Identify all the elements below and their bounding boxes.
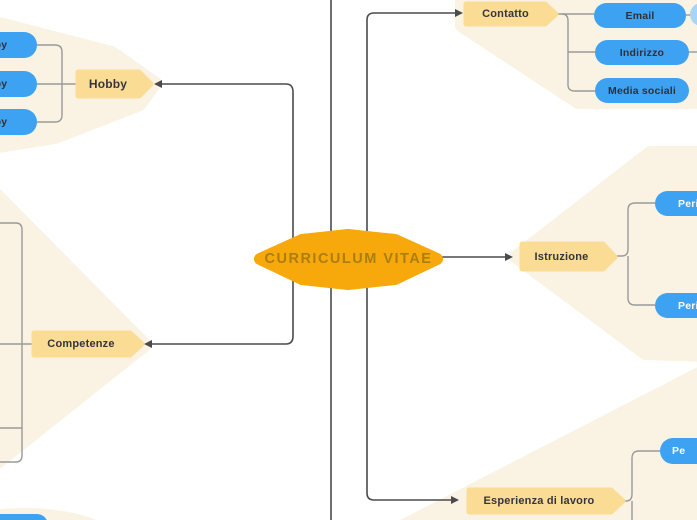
- node-esperienza[interactable]: Esperienza di lavoro: [483, 495, 595, 507]
- node-email-child-partial[interactable]: [690, 3, 697, 26]
- connector-arrowheads: [144, 9, 513, 504]
- arrowhead-competenze: [144, 340, 152, 348]
- competenze-blob: [0, 188, 152, 469]
- node-istruzione-child-2-label: Peri: [678, 299, 697, 312]
- node-hobby[interactable]: Hobby: [88, 77, 128, 91]
- node-hobby-child-2-label: Hobby: [0, 78, 8, 90]
- child-connectors: [0, 13, 697, 520]
- node-istruzione[interactable]: Istruzione: [534, 250, 589, 263]
- node-corner-partial[interactable]: [0, 514, 48, 520]
- node-center[interactable]: CURRICULUM VITAE: [264, 251, 433, 267]
- node-hobby-child-2[interactable]: Hobby: [0, 71, 37, 97]
- node-email-label: Email: [625, 9, 655, 22]
- arrowhead-hobby: [154, 80, 162, 88]
- node-esperienza-child-1-label: Pe: [672, 445, 686, 457]
- esperienza-blob: [400, 367, 697, 520]
- arrowhead-esperienza: [451, 496, 459, 504]
- node-istruzione-child-1-label: Peri: [678, 197, 697, 210]
- tag-shapes: [31, 1, 626, 515]
- node-center-shape[interactable]: [254, 229, 443, 290]
- node-media-sociali[interactable]: Media sociali: [595, 78, 689, 103]
- node-esperienza-shape[interactable]: [466, 487, 626, 515]
- node-indirizzo[interactable]: Indirizzo: [595, 40, 689, 65]
- node-contatto[interactable]: Contatto: [482, 8, 529, 20]
- node-email[interactable]: Email: [594, 3, 686, 28]
- node-esperienza-child-1[interactable]: Pe: [660, 438, 697, 464]
- node-indirizzo-label: Indirizzo: [619, 46, 665, 59]
- node-media-sociali-label: Media sociali: [608, 84, 676, 97]
- node-contatto-shape[interactable]: [463, 1, 559, 27]
- connector-center-hobby: [162, 83, 294, 260]
- connector-center-esperienza: [366, 260, 451, 501]
- node-competenze[interactable]: Competenze: [47, 338, 115, 350]
- connector-center-competenze: [152, 260, 294, 345]
- arrowhead-contatto: [455, 9, 463, 17]
- node-istruzione-child-1[interactable]: Peri: [655, 191, 697, 216]
- node-hobby-shape[interactable]: [75, 69, 154, 99]
- node-hobby-child-3[interactable]: Hobby: [0, 109, 37, 135]
- arrowhead-istruzione: [505, 253, 513, 261]
- node-competenze-shape[interactable]: [31, 330, 145, 358]
- node-hobby-child-3-label: Hobby: [0, 116, 8, 128]
- node-istruzione-child-2[interactable]: Peri: [655, 293, 697, 318]
- connector-center-contatto: [366, 12, 455, 260]
- node-istruzione-shape[interactable]: [519, 241, 618, 272]
- node-hobby-child-1-label: Hobby: [0, 39, 8, 51]
- node-hobby-child-1[interactable]: Hobby: [0, 32, 37, 58]
